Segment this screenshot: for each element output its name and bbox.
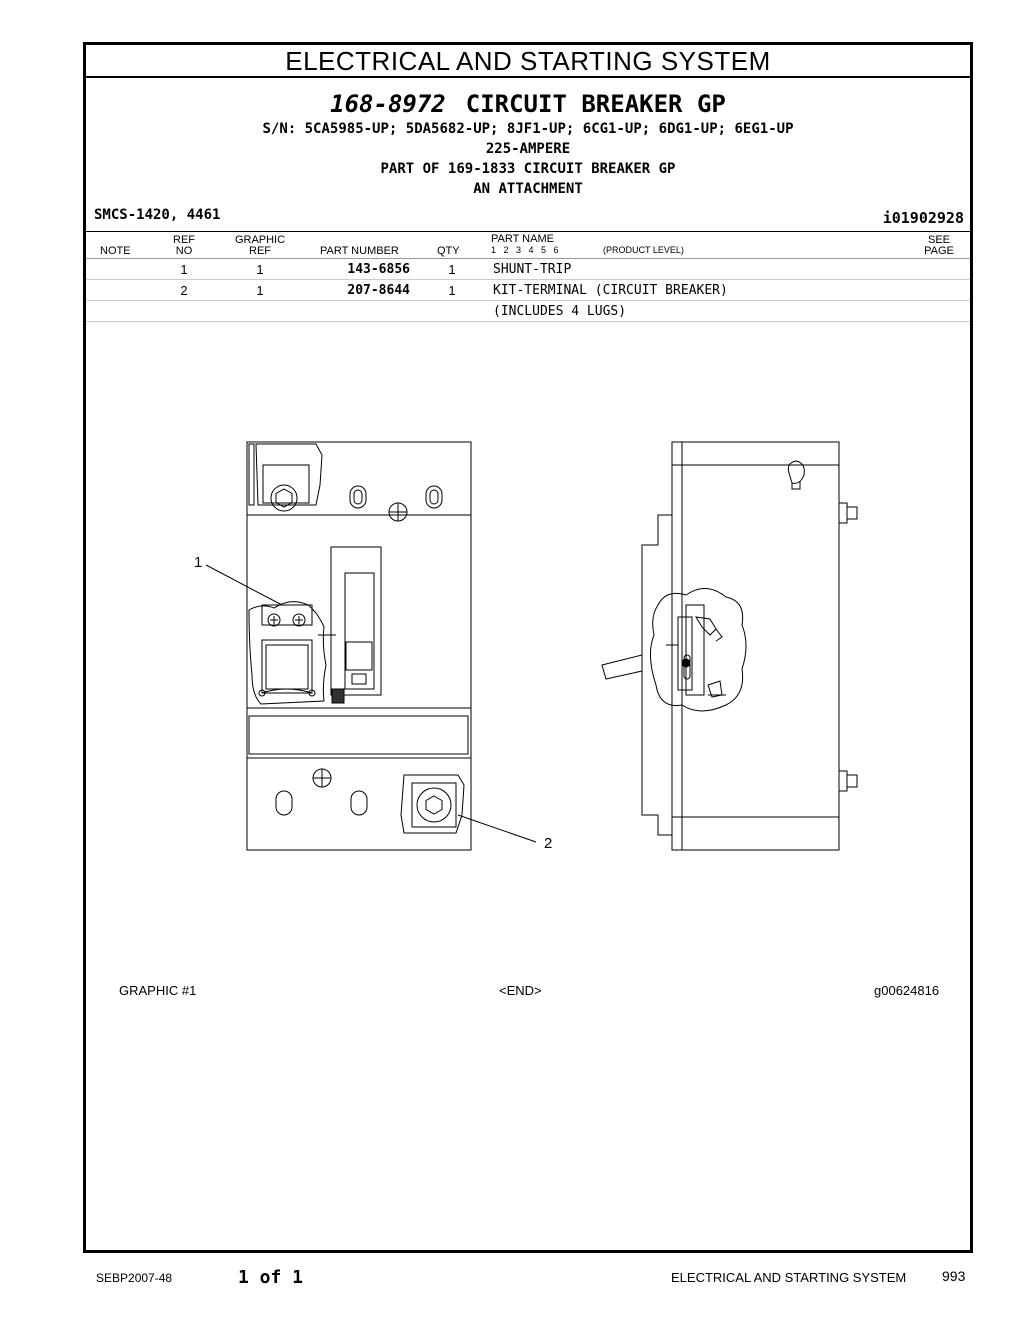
row-rule — [86, 300, 970, 301]
col-part-name: PART NAME — [491, 233, 554, 245]
callout-1: 1 — [194, 554, 202, 571]
table-top-rule — [86, 231, 970, 232]
row-ref: 2 — [180, 283, 188, 298]
illustration-id: i01902928 — [882, 209, 964, 227]
col-graphic-bottom: REF — [249, 245, 271, 257]
group-title: 168-8972 CIRCUIT BREAKER GP — [86, 89, 970, 119]
col-qty: QTY — [437, 245, 460, 257]
col-note: NOTE — [100, 245, 131, 257]
col-see-bottom: PAGE — [924, 245, 954, 257]
attachment-line: AN ATTACHMENT — [473, 181, 583, 197]
side-view — [601, 441, 858, 851]
rating-line: 225-AMPERE — [485, 141, 571, 157]
row-ref: 1 — [180, 262, 188, 277]
col-ref-top: REF — [173, 234, 195, 246]
group-header: 168-8972 CIRCUIT BREAKER GP S/N: 5CA5985-… — [86, 89, 970, 199]
page-frame: ELECTRICAL AND STARTING SYSTEM 168-8972 C… — [83, 42, 973, 1253]
row-rule — [86, 321, 970, 322]
header-rule — [86, 258, 970, 259]
group-name: CIRCUIT BREAKER GP — [465, 90, 726, 118]
col-product-level: (PRODUCT LEVEL) — [603, 245, 684, 255]
row-qty: 1 — [448, 283, 456, 298]
row-part-name: (INCLUDES 4 LUGS) — [493, 304, 627, 319]
part-of-line: PART OF 169-1833 CIRCUIT BREAKER GP — [380, 161, 676, 177]
row-part-name: SHUNT-TRIP — [493, 262, 572, 277]
end-label: <END> — [499, 983, 542, 998]
group-part-number: 168-8972 — [330, 90, 446, 118]
smcs-code: SMCS-1420, 4461 — [94, 207, 221, 223]
col-see-top: SEE — [927, 234, 950, 246]
row-part-number: 207-8644 — [347, 283, 410, 298]
row-graphic-ref: 1 — [256, 262, 264, 277]
graphic-id: g00624816 — [874, 983, 940, 998]
row-graphic-ref: 1 — [256, 283, 264, 298]
row-qty: 1 — [448, 262, 456, 277]
callout-2: 2 — [544, 835, 552, 852]
serial-numbers: S/N: 5CA5985-UP; 5DA5682-UP; 8JF1-UP; 6C… — [262, 121, 794, 137]
col-levels: 1 2 3 4 5 6 — [491, 245, 559, 255]
row-rule — [86, 279, 970, 280]
system-title: ELECTRICAL AND STARTING SYSTEM — [86, 45, 970, 78]
row-part-number: 143-6856 — [347, 262, 410, 277]
col-ref-bottom: NO — [175, 245, 193, 257]
page-number: 993 — [942, 1268, 966, 1284]
col-graphic-top: GRAPHIC — [234, 234, 286, 246]
graphic-label: GRAPHIC #1 — [119, 983, 197, 998]
front-view — [205, 441, 537, 851]
page-of: 1 of 1 — [238, 1267, 304, 1288]
circuit-breaker-drawing: 1 2 — [194, 441, 858, 852]
doc-id: SEBP2007-48 — [96, 1271, 173, 1285]
footer-system: ELECTRICAL AND STARTING SYSTEM — [671, 1270, 907, 1285]
row-part-name: KIT-TERMINAL (CIRCUIT BREAKER) — [493, 283, 728, 298]
col-part-number: PART NUMBER — [320, 245, 399, 257]
